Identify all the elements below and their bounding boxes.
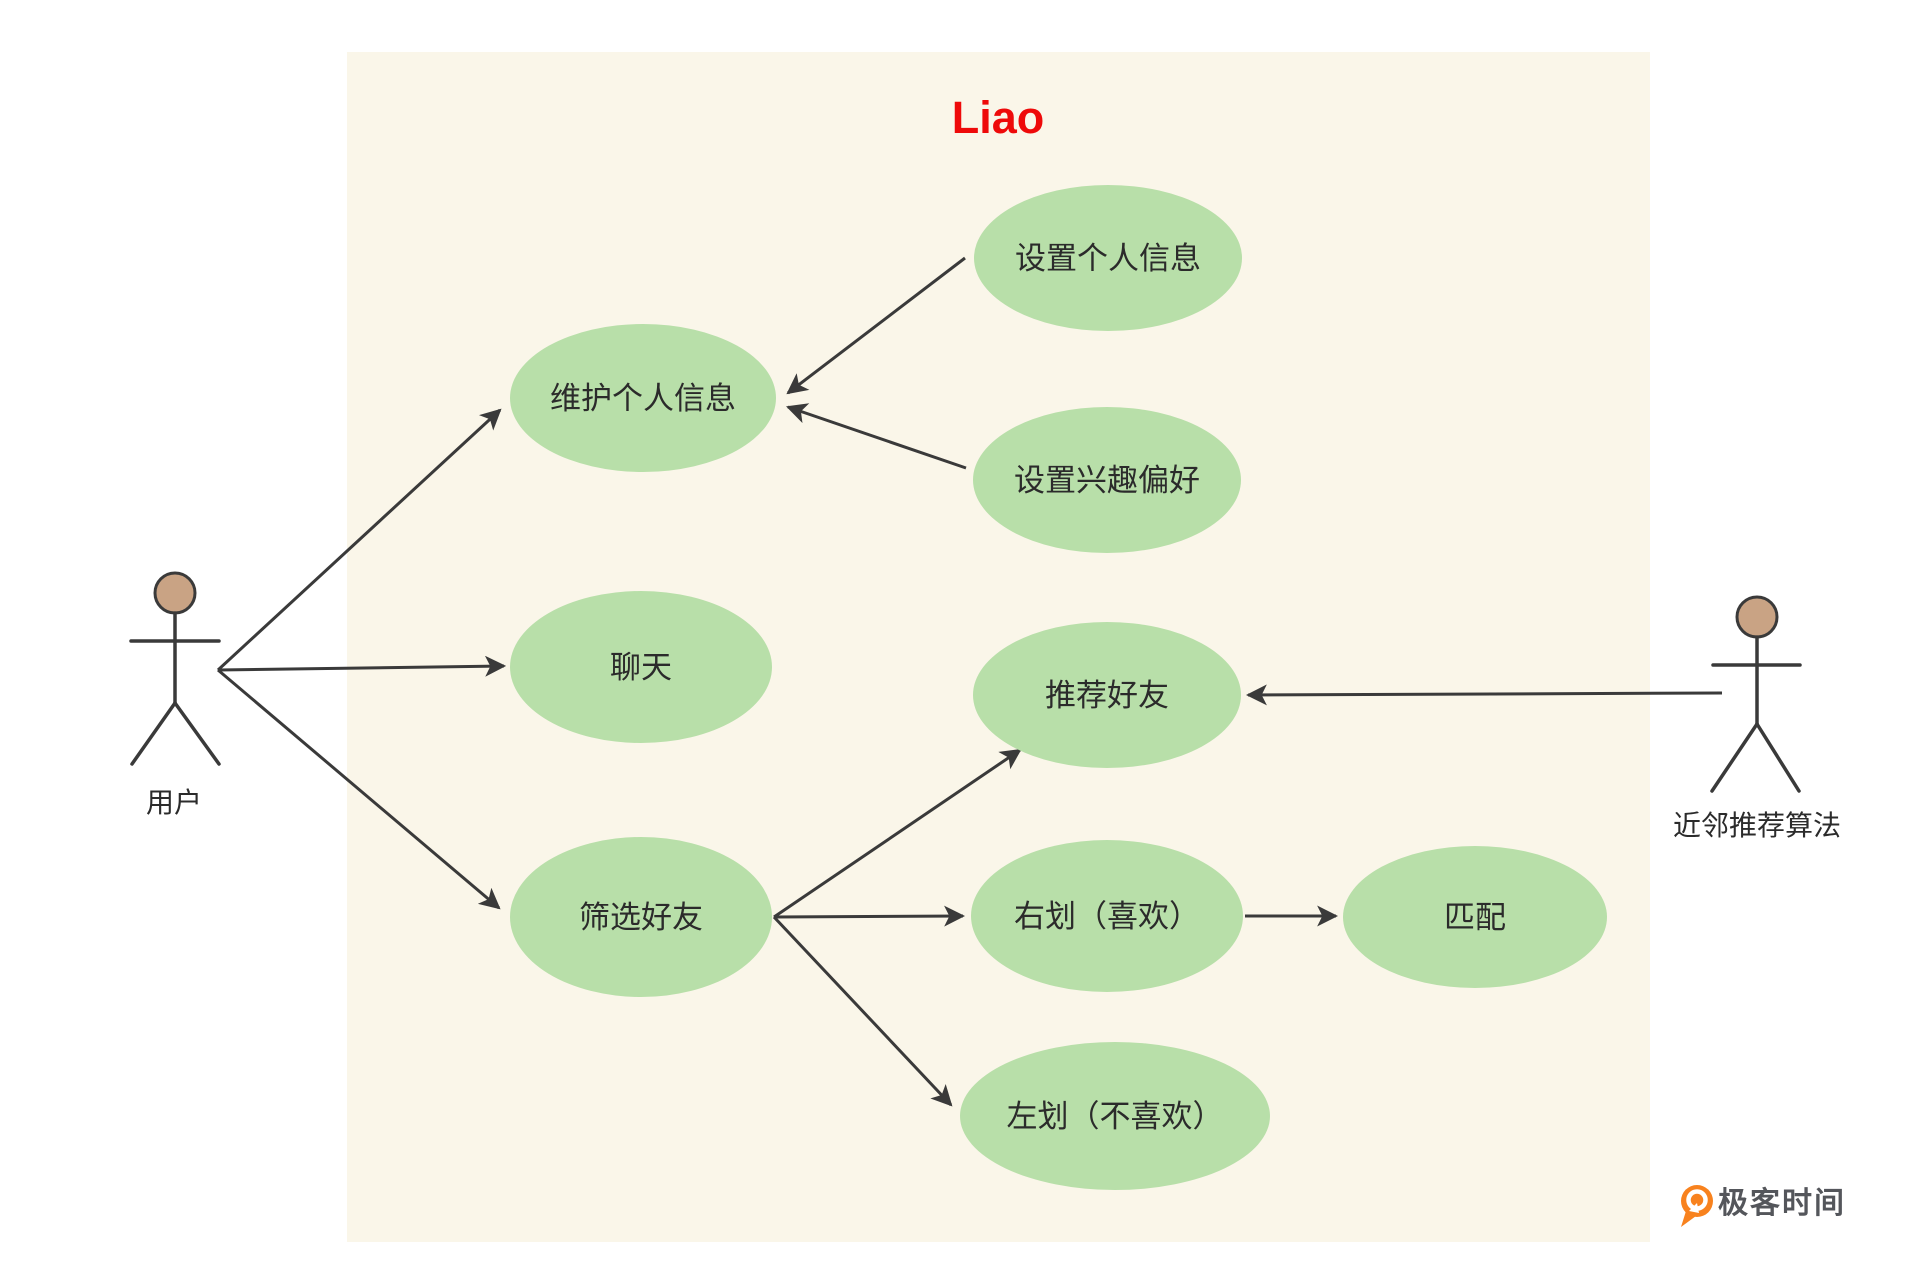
use-case-filter-friends: 筛选好友 <box>510 837 772 997</box>
use-case-ellipse <box>973 622 1241 768</box>
use-case-match: 匹配 <box>1343 846 1607 988</box>
use-case-swipe-right: 右划（喜欢） <box>971 840 1243 992</box>
diagram-title: Liao <box>952 92 1045 143</box>
edge-user-to-filter-friends <box>217 668 501 910</box>
geektime-logo-icon <box>1681 1185 1713 1227</box>
use-case-label: 右划（喜欢） <box>1014 899 1200 934</box>
edge-set-preferences-to-maintain-profile <box>786 403 967 470</box>
actor-leg-right <box>1755 722 1801 793</box>
use-case-ellipse <box>510 591 772 743</box>
use-case-ellipse <box>971 840 1243 992</box>
use-case-ellipse <box>1343 846 1607 988</box>
edge-set-profile-to-maintain-profile <box>786 256 966 395</box>
use-case-label: 匹配 <box>1444 900 1506 935</box>
use-case-label: 推荐好友 <box>1045 678 1169 713</box>
use-case-maintain-profile: 维护个人信息 <box>510 324 776 472</box>
edges <box>216 256 1723 1107</box>
use-case-ellipse <box>973 407 1241 553</box>
use-case-label: 维护个人信息 <box>550 381 736 416</box>
actor-head-icon <box>153 571 197 615</box>
use-case-ellipse <box>974 185 1242 331</box>
actor-leg-left <box>1710 722 1759 793</box>
actor-user: 用户 <box>129 571 221 818</box>
edge-filter-friends-to-swipe-left <box>772 915 953 1107</box>
use-case-label: 设置兴趣偏好 <box>1014 463 1200 498</box>
use-case-swipe-left: 左划（不喜欢） <box>960 1042 1270 1190</box>
actor-user-label: 用户 <box>146 787 202 818</box>
use-case-set-preferences: 设置兴趣偏好 <box>973 407 1241 553</box>
use-case-label: 聊天 <box>610 650 672 685</box>
use-case-ellipse <box>960 1042 1270 1190</box>
actor-algorithm: 近邻推荐算法 <box>1673 595 1841 841</box>
use-case-label: 左划（不喜欢） <box>1007 1099 1224 1134</box>
actor-leg-left <box>130 701 177 766</box>
edge-user-to-chat <box>217 655 507 677</box>
edge-user-to-maintain-profile <box>216 408 502 672</box>
actor-leg-right <box>173 701 221 766</box>
edge-algorithm-to-recommend-friends <box>1245 684 1723 706</box>
use-case-set-profile: 设置个人信息 <box>974 185 1242 331</box>
use-case-chat: 聊天 <box>510 591 772 743</box>
edge-filter-friends-to-swipe-right <box>773 905 966 927</box>
use-case-ellipse <box>510 324 776 472</box>
watermark: 极客时间 <box>1681 1185 1846 1227</box>
actor-algorithm-label: 近邻推荐算法 <box>1673 810 1841 841</box>
use-case-ellipse <box>510 837 772 997</box>
watermark-text: 极客时间 <box>1718 1186 1846 1220</box>
use-case-label: 设置个人信息 <box>1015 241 1201 276</box>
edge-filter-friends-to-recommend-friends <box>773 748 1022 919</box>
actor-head-icon <box>1735 595 1779 639</box>
use-case-recommend-friends: 推荐好友 <box>973 622 1241 768</box>
use-case-label: 筛选好友 <box>579 900 703 935</box>
